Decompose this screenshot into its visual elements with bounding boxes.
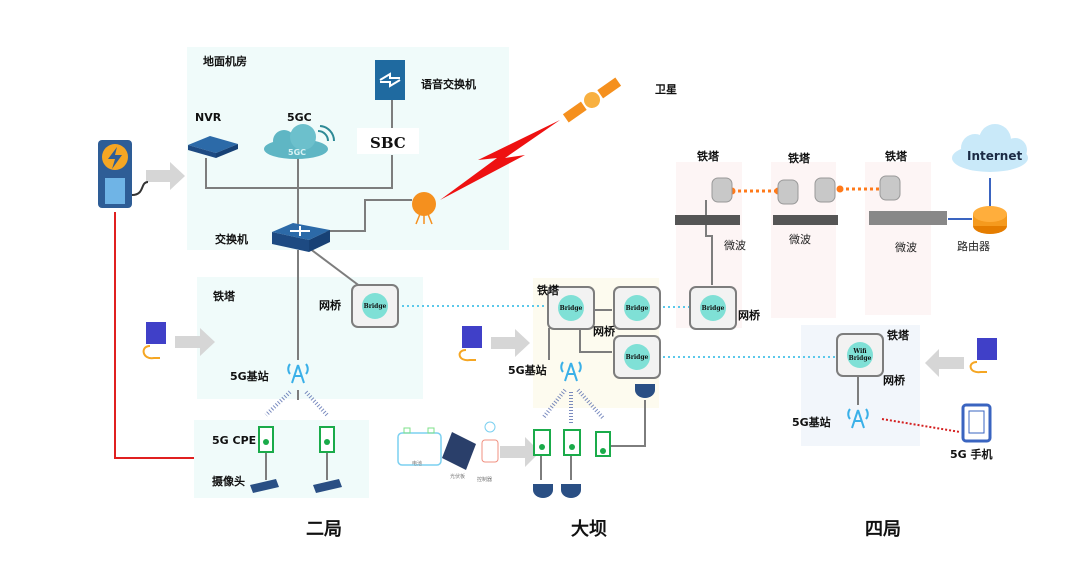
satellite-label: 卫星 [655, 83, 677, 96]
svg-text:5GC: 5GC [288, 148, 306, 157]
erju-bridge: Bridge [351, 284, 399, 328]
daba-bridge-3: Bridge [613, 335, 661, 379]
daba-title: 大坝 [571, 519, 607, 540]
daba-tower-label: 铁塔 [537, 284, 559, 297]
satellite-icon [562, 77, 622, 123]
satellite-dish-icon [412, 192, 436, 225]
5gc-label: 5GC [287, 111, 312, 124]
room-links [205, 100, 859, 480]
camera-icons [250, 384, 655, 498]
switch-label: 交换机 [215, 233, 248, 246]
internet-label: Internet [967, 149, 1023, 163]
erju-base-station-label: 5G基站 [230, 370, 269, 383]
daba-bridge-label: 网桥 [593, 325, 615, 338]
controller-label: 控制器 [477, 477, 493, 483]
microwave-1-label: 微波 [724, 239, 746, 252]
daba-base-station-label: 5G基站 [508, 364, 547, 377]
battery-icon [397, 427, 442, 466]
microwave-links [732, 187, 885, 193]
daba-bridge-2: Bridge [613, 286, 661, 330]
microwave-tower-2-label: 铁塔 [788, 152, 810, 165]
switch-icon [272, 223, 330, 252]
erju-title: 二局 [306, 519, 342, 540]
signal-beams [264, 388, 605, 425]
solar-panel-icon [442, 432, 476, 470]
nvr-icon [188, 136, 238, 158]
siju-bridge-label: 网桥 [883, 374, 905, 387]
siju-base-station-label: 5G基站 [792, 416, 831, 429]
power-cabinet-icon [98, 140, 149, 208]
microwave-dish-icons [711, 175, 901, 205]
wifi-links [397, 305, 836, 358]
router-icon [973, 206, 1007, 234]
daba-bridge-main: Bridge [547, 286, 595, 330]
erju-bridge-label: 网桥 [319, 299, 341, 312]
microwave-2-label: 微波 [789, 233, 811, 246]
power-line [114, 212, 194, 459]
microwave-tower-3-label: 铁塔 [885, 150, 907, 163]
power-arrows [146, 162, 964, 467]
microwave-tower-1-label: 铁塔 [697, 150, 719, 163]
voice-switch-icon [375, 60, 405, 100]
erju-camera-label: 摄像头 [212, 475, 245, 488]
siju-wifi-bridge: Wifi Bridge [836, 333, 884, 377]
phone-link [881, 418, 961, 433]
phone-icon [961, 403, 992, 443]
sbc-logo: SBC [370, 134, 406, 152]
phone-label: 5G 手机 [950, 448, 993, 461]
router-label: 路由器 [957, 240, 990, 253]
5gc-cloud-icon: 5GC [264, 124, 336, 159]
internet-cloud-icon [952, 124, 1028, 172]
microwave-3-label: 微波 [895, 241, 917, 254]
solar-panel-label: 光伏板 [450, 474, 466, 480]
nvr-label: NVR [195, 111, 222, 124]
siju-tower-label: 铁塔 [887, 329, 909, 342]
voice-switch-label: 语音交换机 [421, 78, 476, 91]
controller-icon [481, 421, 499, 463]
microwave-bridge-label: 网桥 [738, 309, 760, 322]
erju-tower-label: 铁塔 [213, 290, 235, 303]
power-supply-icons [142, 322, 997, 374]
base-station-antenna-icons [287, 361, 869, 429]
siju-title: 四局 [865, 519, 901, 540]
machine-room-title: 地面机房 [203, 55, 247, 68]
machine-room-region [187, 47, 509, 250]
microwave-bridge: Bridge [689, 286, 737, 330]
satellite-link-lightning [440, 120, 560, 200]
microwave-radio-icons [675, 211, 947, 225]
battery-label: 电池 [412, 461, 423, 467]
erju-cpe-label: 5G CPE [212, 434, 257, 447]
